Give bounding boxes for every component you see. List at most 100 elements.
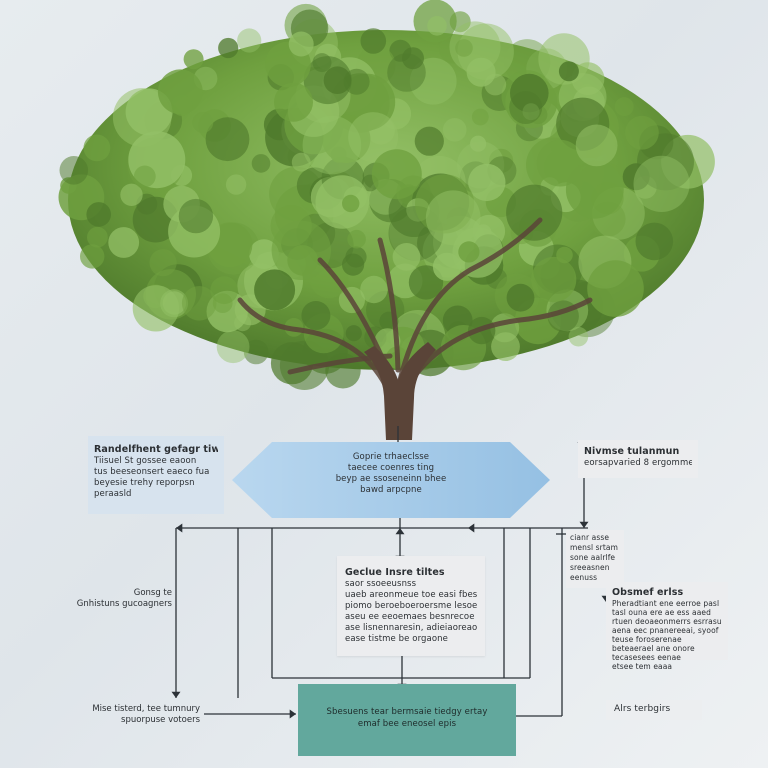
hexagon-node: Goprie trhaeclsse taecee coenres ting be… [272,452,510,508]
bottom-right-label-box: Alrs terbgirs [606,700,702,720]
right-info-line: tasl ouna ere ae ess aaed [612,608,711,617]
bottom-left-line: Mise tisterd, tee tumnury [92,704,200,714]
right-small-line: eenuss [570,573,598,582]
right-info-line: teuse foroserenae [612,635,682,644]
leaf-cluster [343,68,370,95]
bottom-right-label: Alrs terbgirs [614,704,671,714]
right-small-line: sone aalrlfe [570,553,616,562]
leaf-cluster [205,117,250,162]
arrowhead-icon [171,691,181,698]
leaf-cluster [506,184,563,241]
top-right-title: Nivmse tulanmun [584,446,680,457]
right-small-line: mensl srtam [570,543,618,552]
leaf-cluster [471,108,489,126]
leaf-cluster [86,202,111,227]
leaf-cluster [432,252,462,281]
center-info-line: aseu ee eeoemaes besnrecoe fahecebe [345,612,477,622]
right-info-box: Obsmef erlss Pheradtiant ene eerroe pasl… [606,582,728,671]
leaf-cluster [348,112,399,163]
arrowhead-icon [579,521,589,528]
tree-branch [377,237,401,373]
tree-branch [397,217,543,383]
leaf-cluster [133,165,156,188]
leaf-cluster [587,260,644,317]
leaf-cluster [345,325,362,342]
left-side-line: Gonsg te [133,588,172,598]
leaf-cluster [210,276,239,305]
center-info-line: uaeb areonmeue toe easi fbesae te [345,590,477,600]
right-info-line: beteaerael ane onore [612,644,695,653]
right-small-line: sreeasnen [570,563,610,572]
leaf-cluster [414,126,444,156]
top-right-label-box: Nivmse tulanmun eorsapvaried 8 ergomme [578,440,698,478]
leaf-cluster [181,286,217,321]
bottom-result-line: Sbesuens tear bermsaie tiedgy ertay [326,707,488,717]
left-info-line: peraasld [94,489,132,499]
leaf-cluster [80,244,105,269]
leaf-cluster [243,339,269,365]
left-side-line: Gnhistuns gucoagners [76,599,172,609]
center-info-line: saor ssoeeusnss [345,579,417,589]
leaf-cluster [484,73,507,96]
leaf-cluster [614,97,634,117]
leaf-cluster [392,243,421,271]
leaf-cluster [342,253,365,276]
leaf-cluster [59,156,89,185]
leaf-cluster [288,31,314,57]
tree-branch [401,297,593,395]
hexagon-line: beyp ae ssoseneinn bhee [335,474,447,484]
center-info-line: ase lisnennaresin, adieiaoreaoor ri [345,623,477,633]
right-info-line: etsee tem eaaa [612,662,673,671]
tree-illustration [58,0,715,440]
leaf-cluster [536,139,584,187]
leaf-cluster [457,23,514,80]
leaf-cluster [360,28,387,54]
right-small-line: cianr asse [570,533,610,542]
leaf-cluster [120,183,143,206]
leaf-cluster [237,28,262,53]
leaf-cluster [234,314,252,332]
leaf-cluster [216,330,250,364]
hexagon-line: bawd arpcpne [360,485,422,495]
leaf-cluster [637,133,694,191]
leaf-cluster [87,226,108,248]
leaf-cluster [558,61,579,82]
bottom-result-line: emaf bee eneosel epis [357,719,457,729]
left-info-line: tus beeseonsert eaeco fua [94,467,210,477]
arrowhead-icon [468,523,475,533]
leaf-cluster [108,227,140,258]
leaf-cluster [225,174,247,195]
left-side-label: Gonsg te Gnhistuns gucoagners [64,588,172,610]
leaf-cluster [371,149,422,200]
tree-branch [237,297,395,403]
leaf-cluster [192,112,214,133]
leaf-cluster [425,190,481,246]
right-info-line: rtuen deoaeonmerrs esrrasu [612,617,722,626]
leaf-cluster [342,194,360,213]
center-info-box: Geclue Insre tiltes saor ssoeeusnss uaeb… [337,556,485,656]
leaf-cluster [249,239,279,269]
leaf-cluster [271,220,331,280]
leaf-cluster [330,146,347,163]
left-info-title: Randelfhent gefagr tiwes [94,444,218,455]
leaf-cluster [218,37,239,59]
leaf-cluster [625,115,659,150]
center-info-title: Geclue Insre tiltes [345,567,445,578]
leaf-cluster [171,94,193,116]
leaf-cluster [302,115,362,175]
right-small-box: cianr asse mensl srtam sone aalrlfe sree… [566,530,624,588]
leaf-cluster [442,118,467,142]
leaf-cluster [254,269,296,311]
leaf-cluster [83,134,111,162]
left-info-line: beyesie trehy reporpsn [94,478,195,488]
leaf-cluster [633,155,690,212]
leaf-cluster [347,229,366,249]
right-info-line: aena eec pnanereeai, syoof [612,626,719,635]
leaf-cluster [183,49,204,70]
leaf-cluster [458,241,480,263]
tree-canopy [58,0,715,390]
leaf-cluster [531,256,577,303]
leaf-cluster [622,163,650,191]
hexagon-node-shape [232,442,550,518]
leaf-cluster [149,249,177,277]
